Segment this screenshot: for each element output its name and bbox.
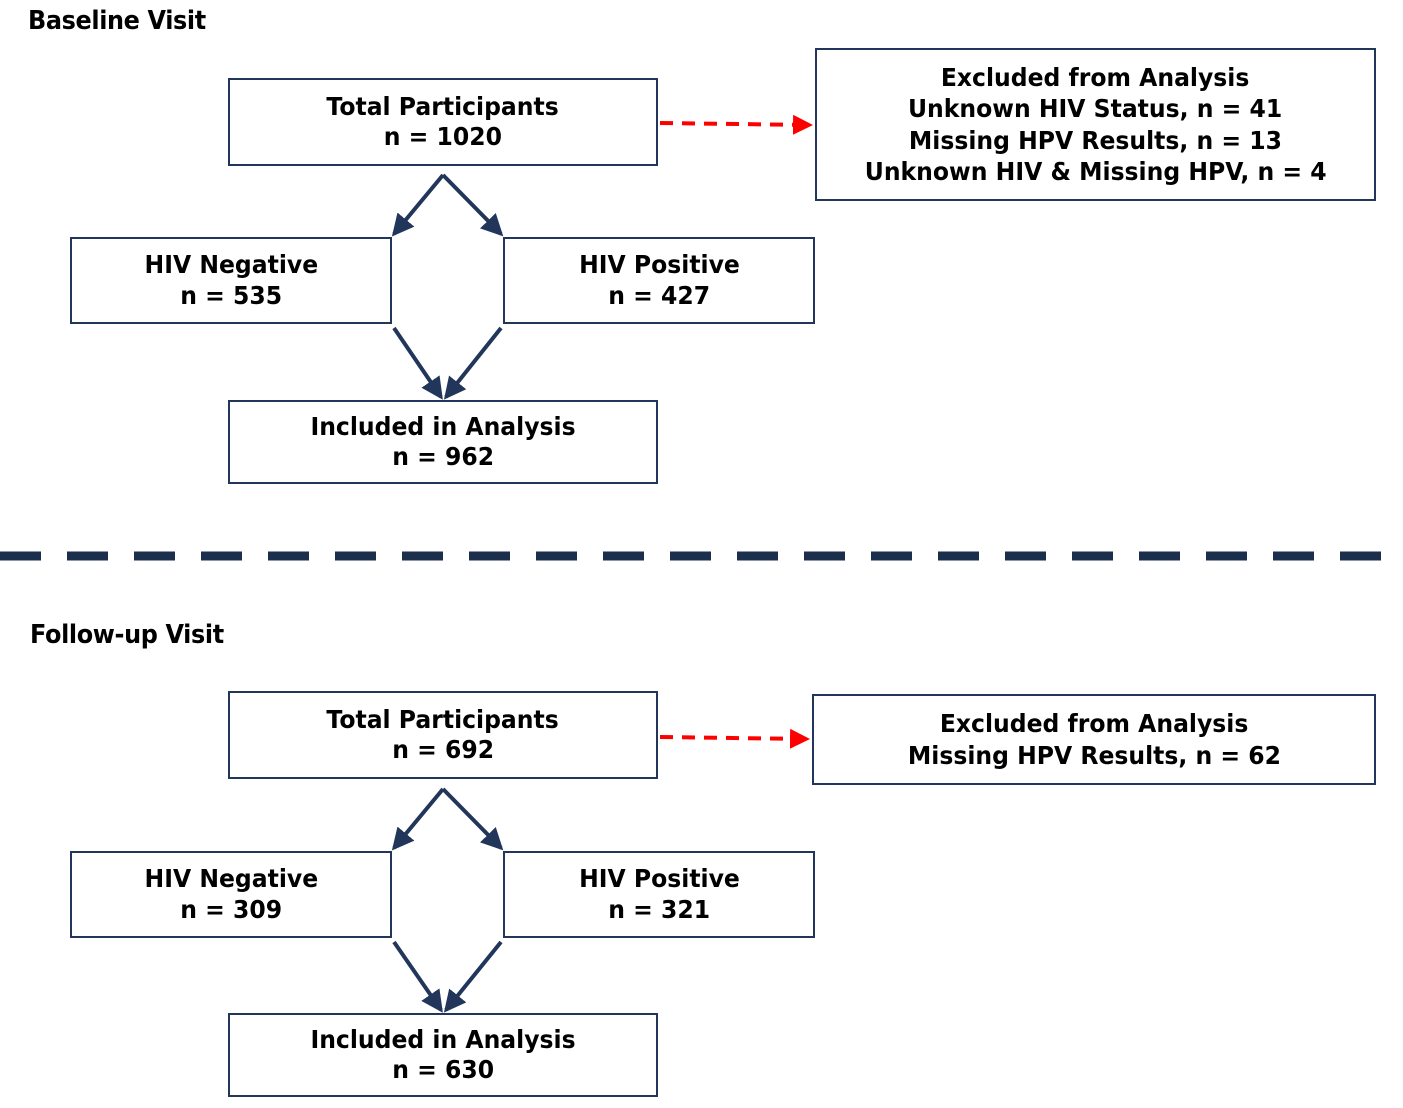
- followup-hiv-positive-box: HIV Positive n = 321: [503, 851, 815, 938]
- baseline-excluded-box: Excluded from Analysis Unknown HIV Statu…: [815, 48, 1376, 201]
- baseline-merge-arrows: [392, 326, 503, 400]
- followup-hiv-negative-count: n = 309: [180, 894, 282, 924]
- followup-total-participants-box: Total Participants n = 692: [228, 691, 658, 779]
- baseline-excluded-heading: Excluded from Analysis: [941, 62, 1250, 92]
- followup-total-count: n = 692: [392, 735, 494, 764]
- baseline-excluded-reason: Unknown HIV & Missing HPV, n = 4: [864, 157, 1327, 186]
- baseline-hiv-positive-box: HIV Positive n = 427: [503, 237, 815, 324]
- baseline-section-title: Baseline Visit: [28, 6, 206, 36]
- baseline-included-count: n = 962: [392, 442, 494, 471]
- baseline-excluded-reason: Missing HPV Results, n = 13: [908, 125, 1283, 155]
- followup-hiv-negative-label: HIV Negative: [144, 864, 318, 893]
- baseline-split-arrows: [391, 173, 504, 237]
- followup-hiv-positive-label: HIV Positive: [578, 864, 740, 893]
- baseline-hiv-positive-label: HIV Positive: [578, 250, 740, 279]
- followup-split-arrows: [391, 787, 504, 851]
- followup-included-count: n = 630: [392, 1055, 494, 1084]
- followup-included-box: Included in Analysis n = 630: [228, 1013, 658, 1097]
- baseline-included-label: Included in Analysis: [310, 411, 576, 441]
- followup-hiv-positive-count: n = 321: [608, 894, 710, 924]
- baseline-exclusion-arrow: [659, 114, 813, 135]
- followup-excluded-reason: Missing HPV Results, n = 62: [907, 740, 1281, 770]
- followup-exclusion-arrow: [659, 728, 810, 749]
- baseline-hiv-negative-label: HIV Negative: [144, 250, 318, 279]
- followup-merge-arrows: [392, 940, 503, 1013]
- followup-total-label: Total Participants: [326, 704, 560, 734]
- followup-excluded-box: Excluded from Analysis Missing HPV Resul…: [812, 694, 1376, 785]
- baseline-included-box: Included in Analysis n = 962: [228, 400, 658, 484]
- followup-excluded-heading: Excluded from Analysis: [939, 709, 1249, 738]
- baseline-excluded-reason: Unknown HIV Status, n = 41: [908, 94, 1283, 123]
- baseline-total-label: Total Participants: [326, 91, 560, 121]
- baseline-hiv-positive-count: n = 427: [608, 280, 710, 310]
- baseline-hiv-negative-box: HIV Negative n = 535: [70, 237, 392, 324]
- baseline-hiv-negative-count: n = 535: [180, 280, 282, 310]
- followup-hiv-negative-box: HIV Negative n = 309: [70, 851, 392, 938]
- followup-section-title: Follow-up Visit: [30, 620, 224, 650]
- baseline-total-participants-box: Total Participants n = 1020: [228, 78, 658, 166]
- baseline-total-count: n = 1020: [383, 122, 503, 151]
- followup-included-label: Included in Analysis: [310, 1024, 576, 1054]
